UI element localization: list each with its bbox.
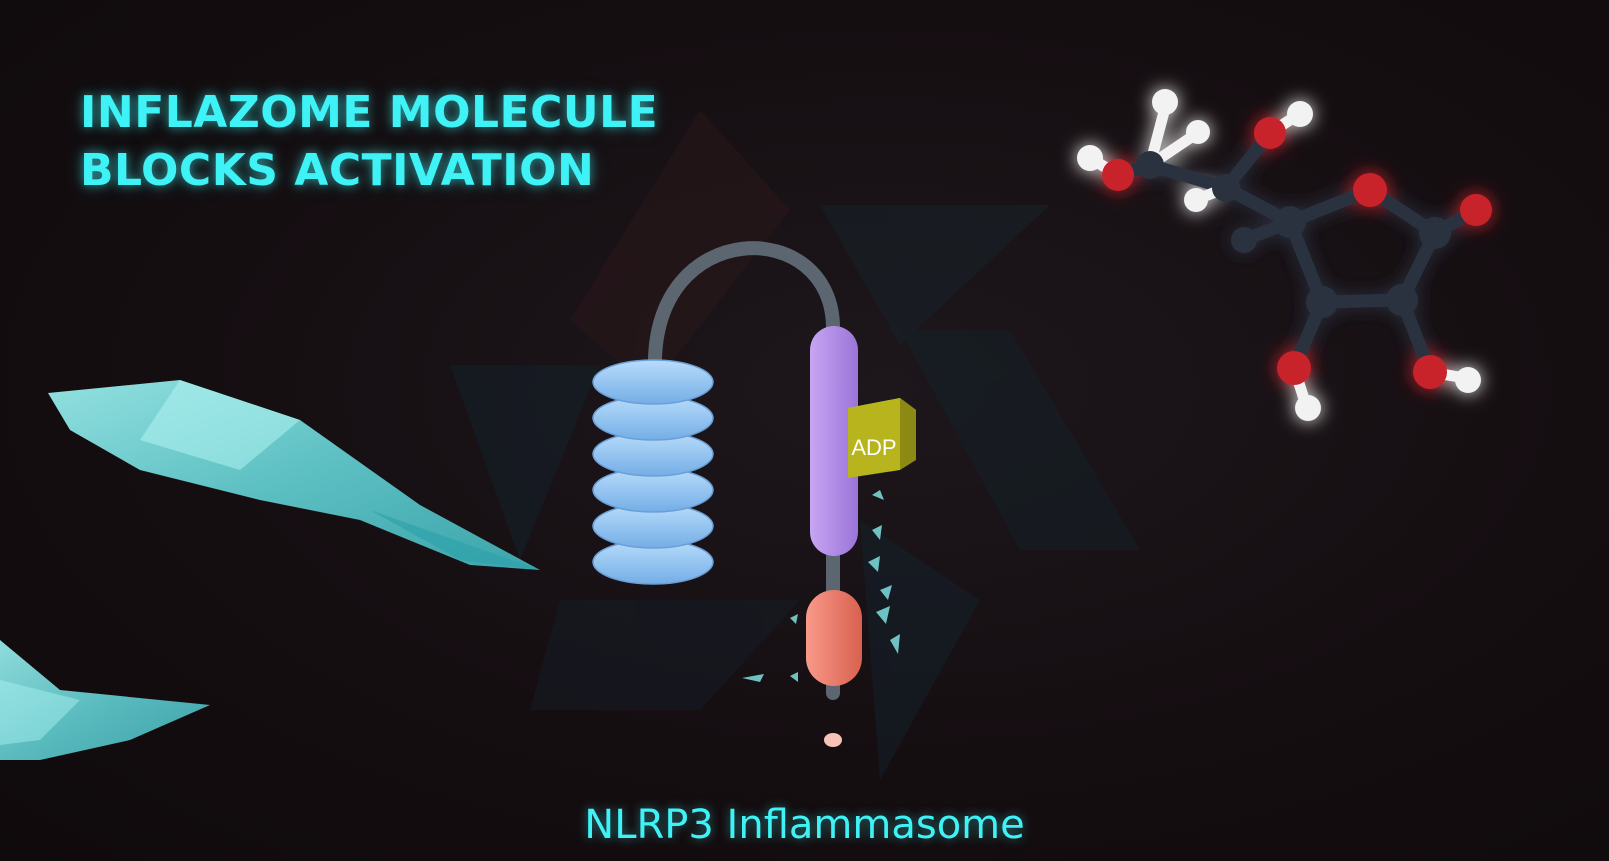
- tip-fragment: [824, 733, 842, 747]
- lrr-domain: [592, 359, 714, 585]
- background-pattern: [450, 110, 1140, 780]
- linker-arc: [647, 241, 841, 377]
- crystal-shard-upper: [48, 380, 540, 570]
- adp-label: ADP: [851, 435, 896, 460]
- nacht-domain: [810, 326, 858, 556]
- adp-cube: [848, 398, 916, 478]
- headline-line-2: BLOCKS ACTIVATION: [80, 145, 595, 196]
- crystal-fragments: [742, 490, 900, 682]
- headline: INFLAZOME MOLECULE BLOCKS ACTIVATION: [80, 84, 720, 200]
- pyd-domain: [806, 590, 862, 686]
- headline-line-1: INFLAZOME MOLECULE: [80, 87, 659, 138]
- caption: NLRP3 Inflammasome: [584, 802, 1025, 848]
- nlrp3-protein: ADP: [592, 241, 916, 747]
- inflazome-molecule: [1077, 89, 1492, 421]
- crystal-shard-lower: [0, 640, 210, 760]
